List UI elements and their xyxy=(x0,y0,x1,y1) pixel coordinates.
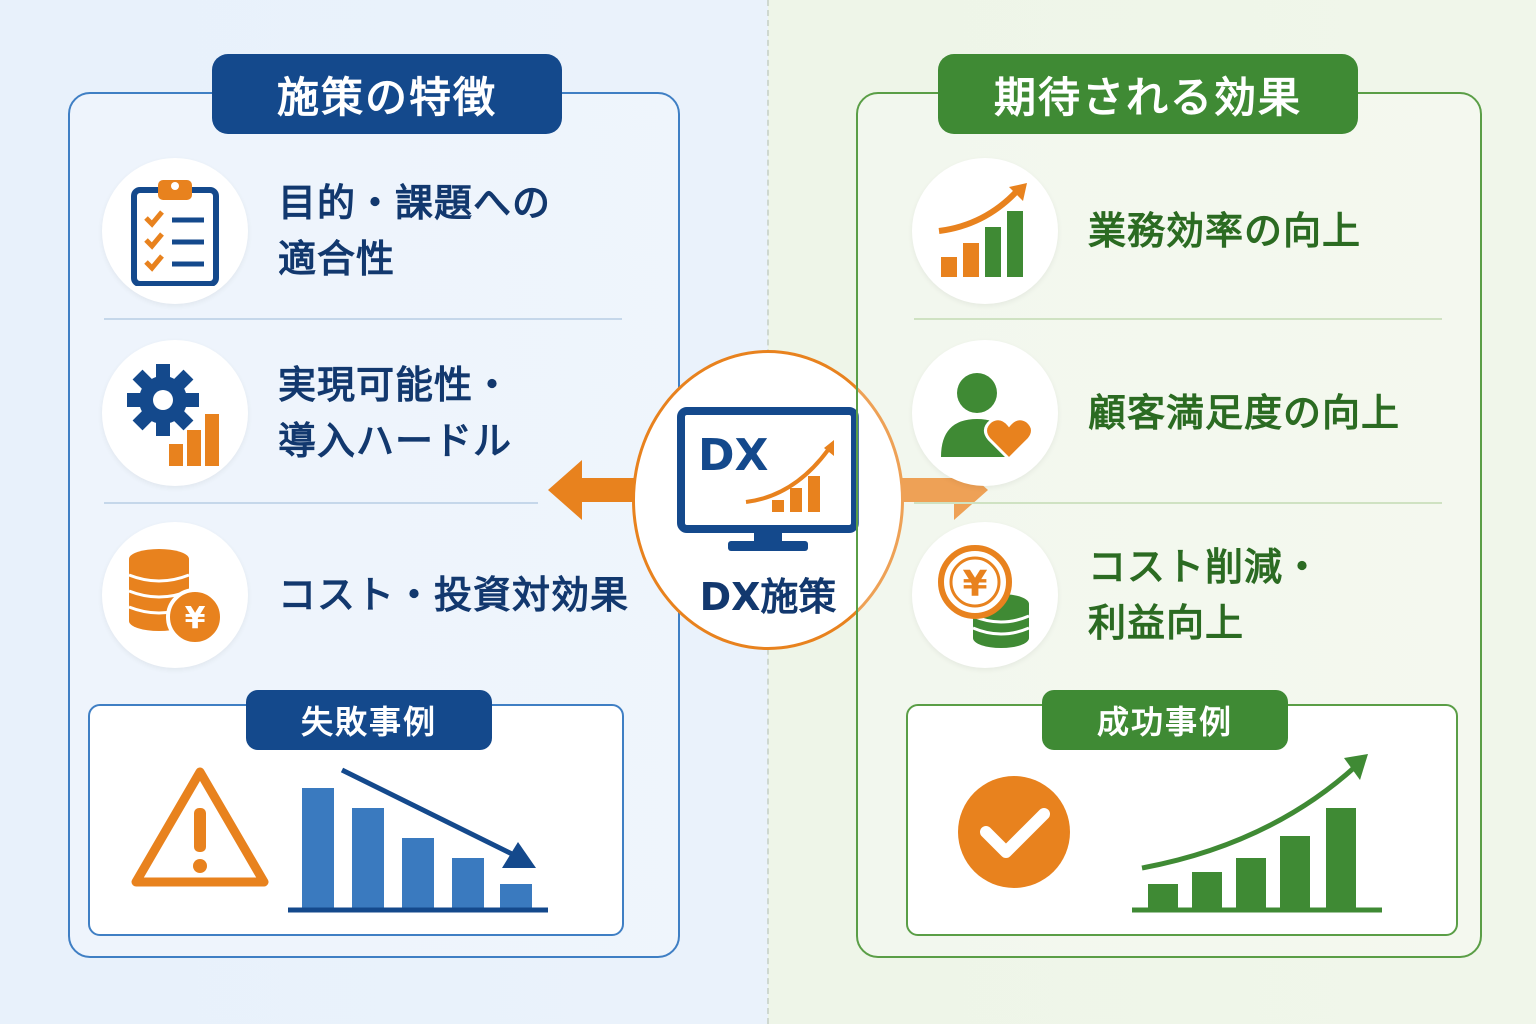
separator xyxy=(104,318,622,320)
rising-bar-chart-icon xyxy=(912,158,1058,304)
feature-label-fit: 目的・課題への 適合性 xyxy=(278,181,552,281)
feature-label-feasibility: 実現可能性・ 導入ハードル xyxy=(278,363,513,463)
dx-center-label: DX施策 xyxy=(699,575,837,619)
monitor-dx-text: DX xyxy=(698,430,769,481)
failure-case-title: 失敗事例 xyxy=(246,690,492,750)
separator xyxy=(914,502,1442,504)
svg-text:¥: ¥ xyxy=(962,564,987,605)
monitor-dx-icon: DX xyxy=(677,407,859,551)
person-heart-icon xyxy=(912,340,1058,486)
growth-bar-chart-icon xyxy=(1132,754,1382,913)
effect-label-satisfaction: 顧客満足度の向上 xyxy=(1088,391,1401,435)
separator xyxy=(914,318,1442,320)
check-circle-icon xyxy=(958,776,1070,888)
feature-label-cost: コスト・投資対効果 xyxy=(278,573,630,617)
effect-label-cost-reduction: コスト削減・ 利益向上 xyxy=(1088,545,1323,645)
effect-item-efficiency: 業務効率の向上 xyxy=(912,158,1361,304)
features-panel-title: 施策の特徴 xyxy=(212,54,562,134)
feature-item-cost: ¥ コスト・投資対効果 xyxy=(102,522,629,668)
effect-label-efficiency: 業務効率の向上 xyxy=(1088,209,1362,253)
gear-bar-chart-icon xyxy=(102,340,248,486)
coin-stack-yen-icon: ¥ xyxy=(102,522,248,668)
effect-item-cost-reduction: ¥ コスト削減・ 利益向上 xyxy=(912,522,1322,668)
separator xyxy=(104,502,538,504)
feature-item-feasibility: 実現可能性・ 導入ハードル xyxy=(102,340,512,486)
effects-panel-title: 期待される効果 xyxy=(938,54,1358,134)
feature-item-fit: 目的・課題への 適合性 xyxy=(102,158,551,304)
success-case-title: 成功事例 xyxy=(1042,690,1288,750)
effect-item-satisfaction: 顧客満足度の向上 xyxy=(912,340,1400,486)
clipboard-checklist-icon xyxy=(102,158,248,304)
svg-text:¥: ¥ xyxy=(185,601,206,636)
declining-bar-chart-icon xyxy=(288,767,548,913)
left-arrow-icon xyxy=(548,460,634,520)
yen-coins-icon: ¥ xyxy=(912,522,1058,668)
warning-icon xyxy=(131,767,269,887)
